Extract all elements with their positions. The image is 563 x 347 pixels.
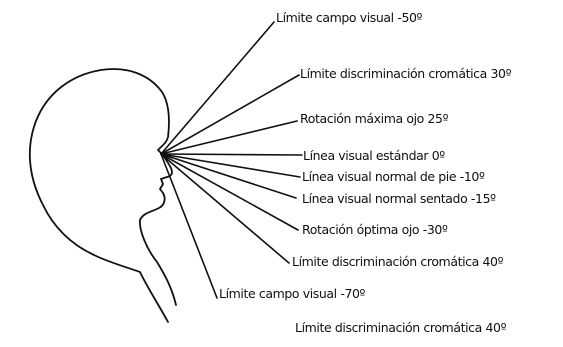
ray-rotation-max: [161, 121, 297, 154]
ray-chromatic-upper: [161, 75, 299, 154]
label-rotation-optimal: Rotación óptima ojo -30º: [302, 222, 448, 237]
ray-limit-lower: [161, 154, 217, 298]
label-limit-lower: Límite campo visual -70º: [219, 286, 366, 301]
label-seated-line: Línea visual normal sentado -15º: [302, 191, 496, 206]
ray-limit-upper: [161, 22, 274, 154]
label-rotation-max: Rotación máxima ojo 25º: [300, 111, 449, 126]
labels: Límite campo visual -50º Límite discrimi…: [219, 10, 512, 335]
label-chromatic-lower: Límite discriminación cromática 40º: [292, 254, 504, 269]
ray-standard-line: [161, 154, 302, 155]
head-profile-outline: [30, 69, 176, 322]
ray-chromatic-lower: [161, 154, 289, 263]
label-standing-line: Línea visual normal de pie -10º: [302, 169, 485, 184]
label-standard-line: Línea visual estándar 0º: [303, 148, 445, 163]
label-chromatic-bottom: Límite discriminación cromática 40º: [295, 320, 507, 335]
label-chromatic-upper: Límite discriminación cromática 30º: [300, 66, 512, 81]
label-limit-upper: Límite campo visual -50º: [276, 10, 423, 25]
sight-lines: [161, 22, 302, 298]
